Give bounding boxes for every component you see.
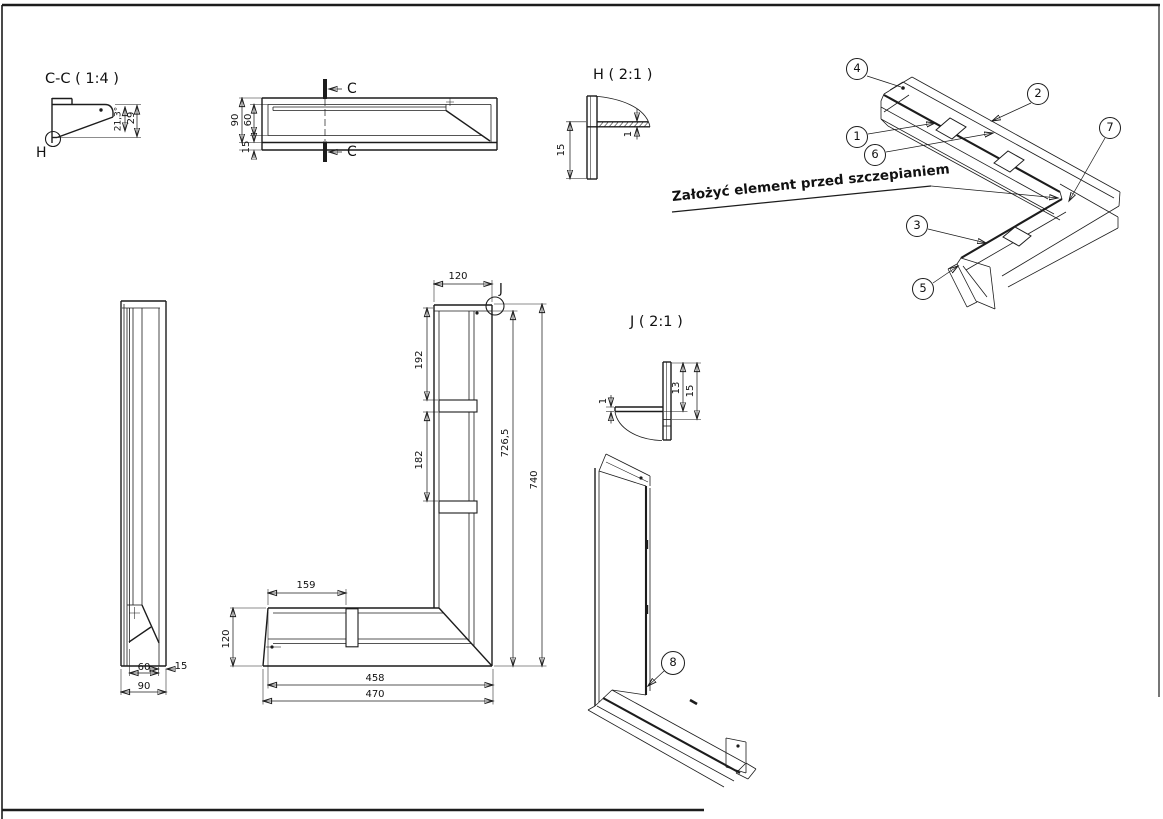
dim-j-15: 15 [685,384,696,398]
cut-label-c-top: C [347,81,357,97]
dim-front-arm-height: 120 [221,629,232,649]
detail-h-linework [566,95,651,179]
side-view-linework [121,300,175,695]
detail-j-linework [606,361,701,441]
hatching [598,121,649,127]
dim-front-192: 192 [414,350,425,370]
page-frame [1,3,1160,819]
balloon-6: 6 [864,144,886,166]
dim-front-height-inner: 726,5 [500,428,511,458]
cut-label-c-bottom: C [347,144,357,160]
dim-h-15: 15 [556,143,567,157]
balloon-7: 7 [1099,117,1121,139]
dim-cc-width: 29 [125,111,137,125]
dim-front-length-inner: 458 [365,673,385,684]
dim-j-1: 1 [598,397,609,405]
dim-front-length-total: 470 [365,689,385,700]
dim-top-90: 90 [230,113,241,127]
balloon-2: 2 [1027,83,1049,105]
dim-j-13: 13 [671,381,682,395]
detail-h-marker-letter: H [36,145,47,161]
dim-top-15: 15 [241,140,252,154]
front-view-linework [230,280,547,705]
dim-cc-angle: 21,3° [113,106,124,132]
section-cc-title: C-C ( 1:4 ) [45,71,119,87]
balloon-4: 4 [846,58,868,80]
assembly-iso-linework [671,75,1121,310]
section-cc-linework [44,97,141,148]
dim-front-height-total: 740 [529,470,540,490]
balloon-1: 1 [846,126,868,148]
dim-front-width-top: 120 [448,271,468,282]
dim-side-90: 90 [137,681,151,692]
dim-side-15: 15 [174,661,188,672]
dim-top-60: 60 [243,113,254,127]
balloon-5: 5 [912,278,934,300]
balloon-3: 3 [906,215,928,237]
dim-front-159: 159 [296,580,316,591]
dim-h-1: 1 [623,130,634,138]
dim-side-60: 60 [137,662,151,673]
corner-iso-linework [587,453,757,788]
detail-j-marker-letter: J [499,282,503,297]
detail-h-title: H ( 2:1 ) [593,67,653,83]
detail-j-title: J ( 2:1 ) [630,314,683,330]
top-section-linework [239,79,498,162]
dim-front-182: 182 [414,450,425,470]
balloon-8: 8 [661,651,685,675]
